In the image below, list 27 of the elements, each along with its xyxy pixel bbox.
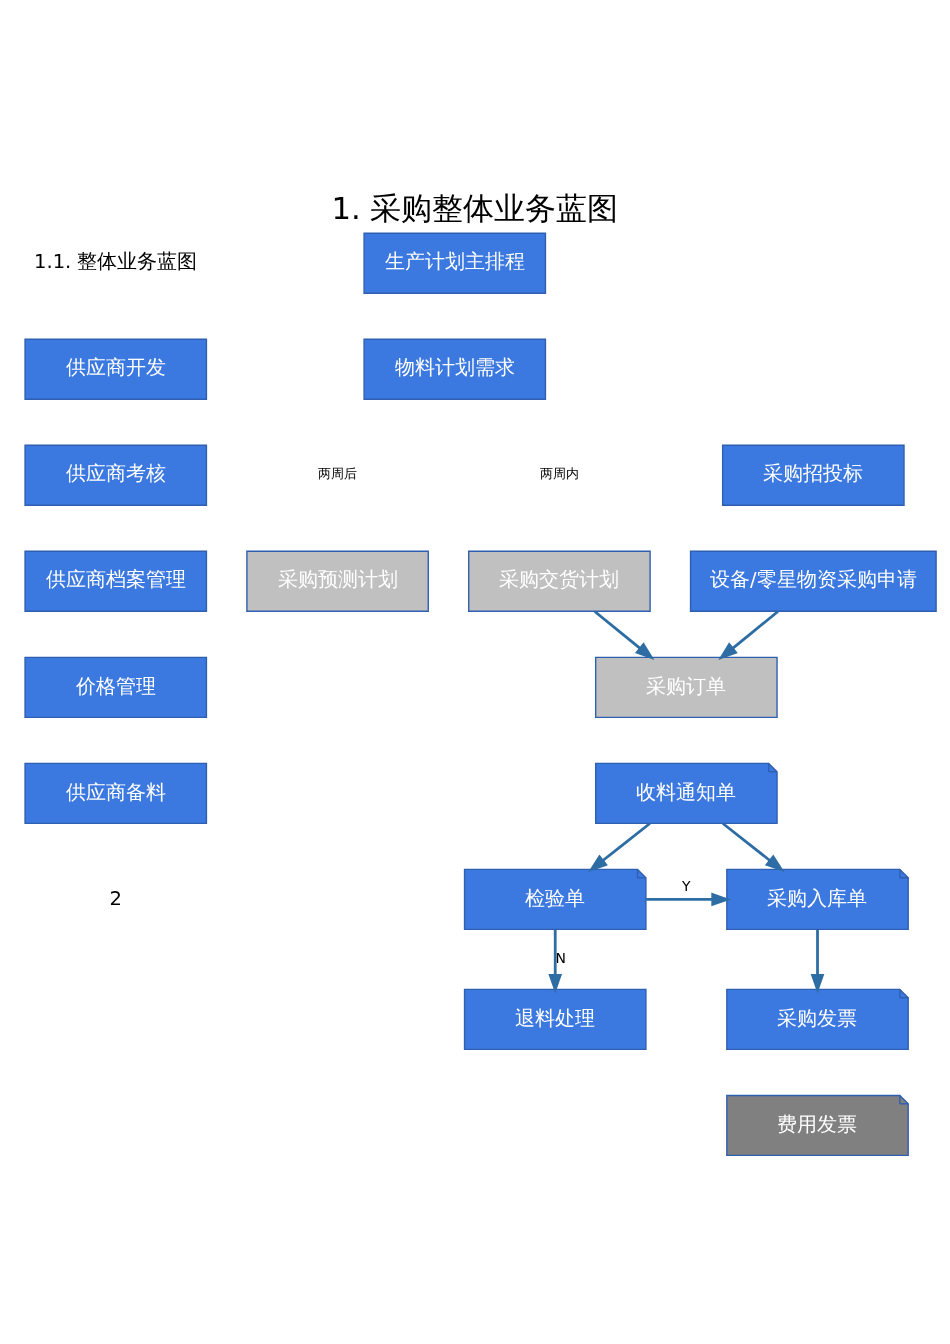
edge-label: Y xyxy=(682,878,691,895)
node-box: 退料处理 xyxy=(463,988,647,1051)
label: 2 xyxy=(109,886,122,910)
node-box: 供应商档案管理 xyxy=(24,550,208,612)
node-box: 供应商考核 xyxy=(24,444,208,506)
arrow xyxy=(588,822,651,873)
node-box: 设备/零星物资采购申请 xyxy=(689,550,937,612)
arrow xyxy=(810,929,825,994)
edge-label: N xyxy=(555,949,567,966)
node-box: 采购交货计划 xyxy=(468,550,651,612)
node-box: 生产计划主排程 xyxy=(363,232,547,294)
label: 1.1. 整体业务蓝图 xyxy=(34,250,198,274)
diagram-title: 1. 采购整体业务蓝图 xyxy=(331,190,619,226)
label: 两周后 xyxy=(318,466,358,482)
arrow xyxy=(722,822,785,873)
node-box: 物料计划需求 xyxy=(363,338,547,400)
node-box: 供应商备料 xyxy=(24,762,208,825)
node-box: 采购招投标 xyxy=(721,444,905,506)
node-box: 供应商开发 xyxy=(24,338,208,400)
node-box: 采购订单 xyxy=(594,656,778,719)
arrow xyxy=(646,892,731,907)
label: 两周内 xyxy=(539,466,579,482)
arrow xyxy=(593,610,655,660)
arrow xyxy=(548,929,563,994)
arrow xyxy=(718,610,779,660)
node-box: 采购预测计划 xyxy=(246,550,429,612)
node-box: 价格管理 xyxy=(24,656,208,719)
